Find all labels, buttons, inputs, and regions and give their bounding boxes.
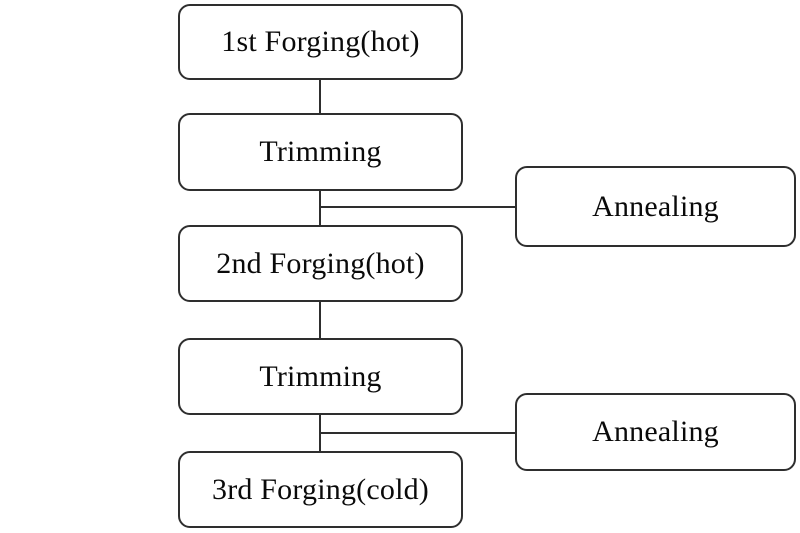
node-label: 2nd Forging(hot) <box>216 246 425 280</box>
node-trimming-1: Trimming <box>178 113 463 191</box>
node-trimming-2: Trimming <box>178 338 463 415</box>
connector-trimming1-forging2 <box>319 190 321 226</box>
node-label: Trimming <box>259 135 382 168</box>
connector-forging2-trimming2 <box>319 301 321 339</box>
node-1st-forging-hot: 1st Forging(hot) <box>178 4 463 80</box>
connector-forging1-trimming1 <box>319 79 321 114</box>
node-annealing-2: Annealing <box>515 393 796 471</box>
node-label: Annealing <box>592 189 719 223</box>
node-annealing-1: Annealing <box>515 166 796 247</box>
node-label: Annealing <box>592 415 719 448</box>
node-label: Trimming <box>259 359 382 393</box>
node-label: 1st Forging(hot) <box>221 25 420 58</box>
connector-branch-annealing-1 <box>320 206 516 208</box>
node-label: 3rd Forging(cold) <box>212 472 429 506</box>
connector-branch-annealing-2 <box>320 432 516 434</box>
node-3rd-forging-cold: 3rd Forging(cold) <box>178 451 463 528</box>
node-2nd-forging-hot: 2nd Forging(hot) <box>178 225 463 302</box>
